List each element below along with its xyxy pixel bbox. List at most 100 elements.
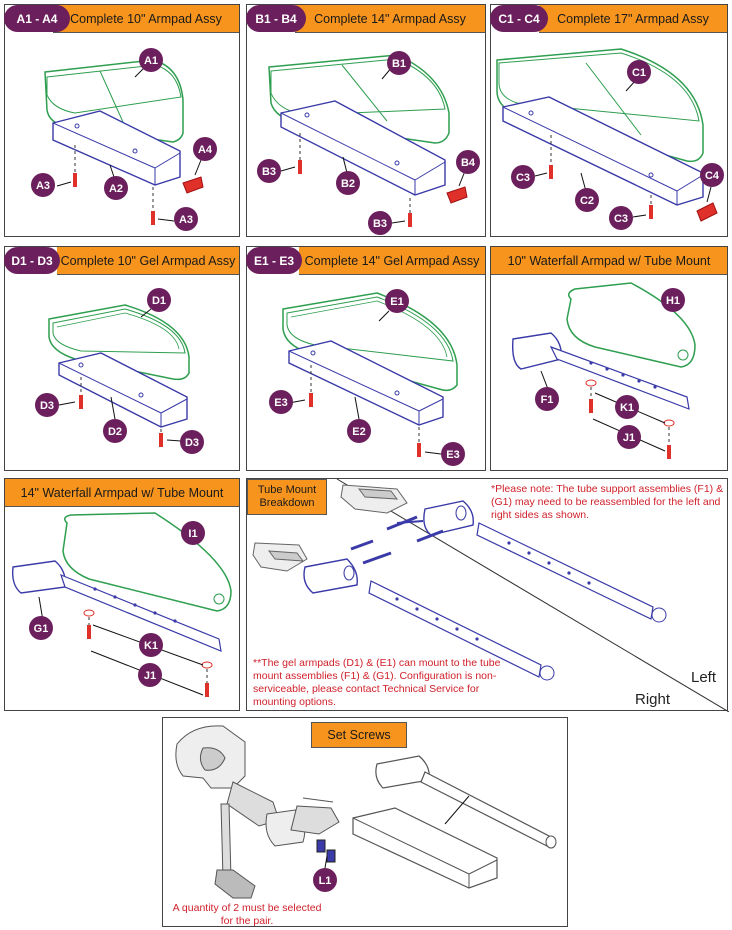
panel-a-tag: A1 - A4 [4, 5, 70, 32]
panel-i-title: 14" Waterfall Armpad w/ Tube Mount [5, 479, 239, 507]
callout-i1: I1 [181, 521, 205, 545]
panel-c-callouts: C1 C2 C3 C3 C4 [511, 60, 724, 230]
svg-text:F1: F1 [541, 394, 554, 406]
callout-e1: E1 [385, 289, 409, 313]
plate-b2 [280, 100, 446, 196]
panel-c-tag: C1 - C4 [490, 5, 548, 32]
svg-text:H1: H1 [666, 295, 680, 307]
callout-j1: J1 [617, 425, 641, 449]
callout-c4: C4 [700, 163, 724, 187]
right-tube [368, 580, 555, 681]
svg-text:C3: C3 [516, 172, 530, 184]
screw-c3-bottom [649, 195, 653, 219]
panel-b-tag: B1 - B4 [246, 5, 306, 32]
callout-i-k1: K1 [139, 633, 163, 657]
screw-b3-bottom [408, 198, 412, 227]
panel-h-title: 10" Waterfall Armpad w/ Tube Mount [491, 247, 727, 275]
svg-text:B4: B4 [461, 157, 476, 169]
panel-e-callouts: E1 E2 E3 E3 [269, 289, 465, 466]
callout-d1: D1 [147, 288, 171, 312]
screw-a3-left [73, 145, 77, 187]
panel-b-title: Complete 14" Armpad Assy [295, 5, 485, 33]
panel-b-callouts: B1 B2 B3 B3 B4 [257, 51, 480, 235]
panel-c: Complete 17" Armpad Assy C1 - C4 [490, 4, 728, 237]
panel-a-title: Complete 10" Armpad Assy [53, 5, 239, 33]
svg-text:D2: D2 [108, 426, 122, 438]
svg-text:C3: C3 [614, 213, 628, 225]
svg-text:G1: G1 [34, 623, 49, 635]
panel-c-diagram [496, 48, 718, 222]
svg-text:C2: C2 [580, 195, 594, 207]
panel-setscrews-diagram [175, 725, 557, 899]
panel-b: Complete 14" Armpad Assy B1 - B4 [246, 4, 486, 237]
right-bracket [252, 542, 308, 572]
callout-b2: B2 [336, 171, 360, 195]
screw-b3-left [298, 133, 302, 174]
callout-d3-bottom: D3 [180, 430, 204, 454]
cap-c4 [696, 202, 718, 222]
screw-d3-bottom [159, 429, 163, 447]
panel-c-title: Complete 17" Armpad Assy [539, 5, 727, 33]
svg-text:E3: E3 [446, 449, 459, 461]
panel-a: Complete 10" Armpad Assy A1 - A4 [4, 4, 240, 237]
panel-d-title: Complete 10" Gel Armpad Assy [57, 247, 239, 275]
set-screws-l1 [316, 839, 336, 869]
callout-d3-left: D3 [35, 393, 59, 417]
callout-f1: F1 [535, 387, 559, 411]
callout-c1: C1 [627, 60, 651, 84]
tube-mount-f1 [511, 332, 690, 410]
svg-text:E1: E1 [390, 296, 403, 308]
svg-text:A2: A2 [109, 183, 123, 195]
left-tube-mount [386, 500, 474, 543]
plate-d2 [58, 352, 188, 428]
callout-h1: H1 [661, 288, 685, 312]
breakdown-title-line1: Tube Mount [257, 484, 317, 496]
svg-text:D1: D1 [152, 295, 166, 307]
svg-text:E3: E3 [274, 397, 287, 409]
svg-text:I1: I1 [188, 528, 197, 540]
panel-breakdown: Tube Mount Breakdown *Please note: The t… [246, 478, 729, 712]
svg-text:A4: A4 [198, 144, 213, 156]
callout-b3-left: B3 [257, 159, 281, 183]
callout-i-j1: J1 [138, 663, 162, 687]
panel-breakdown-title: Tube Mount Breakdown [247, 479, 327, 515]
callout-l1: L1 [313, 868, 337, 892]
screw-d3-left [79, 377, 83, 409]
panel-e-diagram [282, 292, 458, 457]
label-right: Right [635, 691, 671, 708]
setscrews-note: A quantity of 2 must be selected for the… [172, 902, 322, 927]
callout-g1: G1 [29, 616, 53, 640]
plate-a2 [52, 110, 181, 186]
panel-h-callouts: H1 F1 K1 J1 [535, 288, 685, 449]
panel-setscrews-title: Set Screws [311, 722, 407, 748]
panel-breakdown-diagram [252, 479, 729, 712]
callout-a3-left: A3 [31, 173, 55, 197]
callout-d2: D2 [103, 419, 127, 443]
svg-text:A3: A3 [36, 180, 50, 192]
breakdown-note-top: *Please note: The tube support assemblie… [491, 483, 724, 521]
cap-a4 [182, 176, 204, 194]
svg-text:B3: B3 [373, 218, 387, 230]
panel-d-callouts: D1 D2 D3 D3 [35, 288, 204, 454]
plate-e2 [288, 340, 444, 426]
right-tube-mount [303, 539, 392, 594]
panel-e: Complete 14" Gel Armpad Assy E1 - E3 [246, 246, 486, 471]
callout-e3-bottom: E3 [441, 442, 465, 466]
svg-text:E2: E2 [352, 426, 365, 438]
svg-text:A3: A3 [179, 214, 193, 226]
panel-d-tag: D1 - D3 [4, 247, 60, 274]
label-left: Left [691, 669, 717, 686]
callout-a2: A2 [104, 176, 128, 200]
svg-text:L1: L1 [319, 875, 332, 887]
svg-text:B2: B2 [341, 178, 355, 190]
panel-d: Complete 10" Gel Armpad Assy D1 - D3 [4, 246, 240, 471]
breakdown-title-line2: Breakdown [259, 497, 315, 509]
svg-text:B3: B3 [262, 166, 276, 178]
breakdown-note-bottom: **The gel armpads (D1) & (E1) can mount … [253, 657, 501, 708]
panel-setscrews: Set Screws L1 A qua [162, 717, 568, 927]
callout-e3-left: E3 [269, 390, 293, 414]
panel-e-title: Complete 14" Gel Armpad Assy [299, 247, 485, 275]
callout-a3-bottom: A3 [174, 207, 198, 231]
svg-text:J1: J1 [623, 432, 635, 444]
panel-i-callouts: I1 G1 K1 J1 [29, 521, 205, 687]
